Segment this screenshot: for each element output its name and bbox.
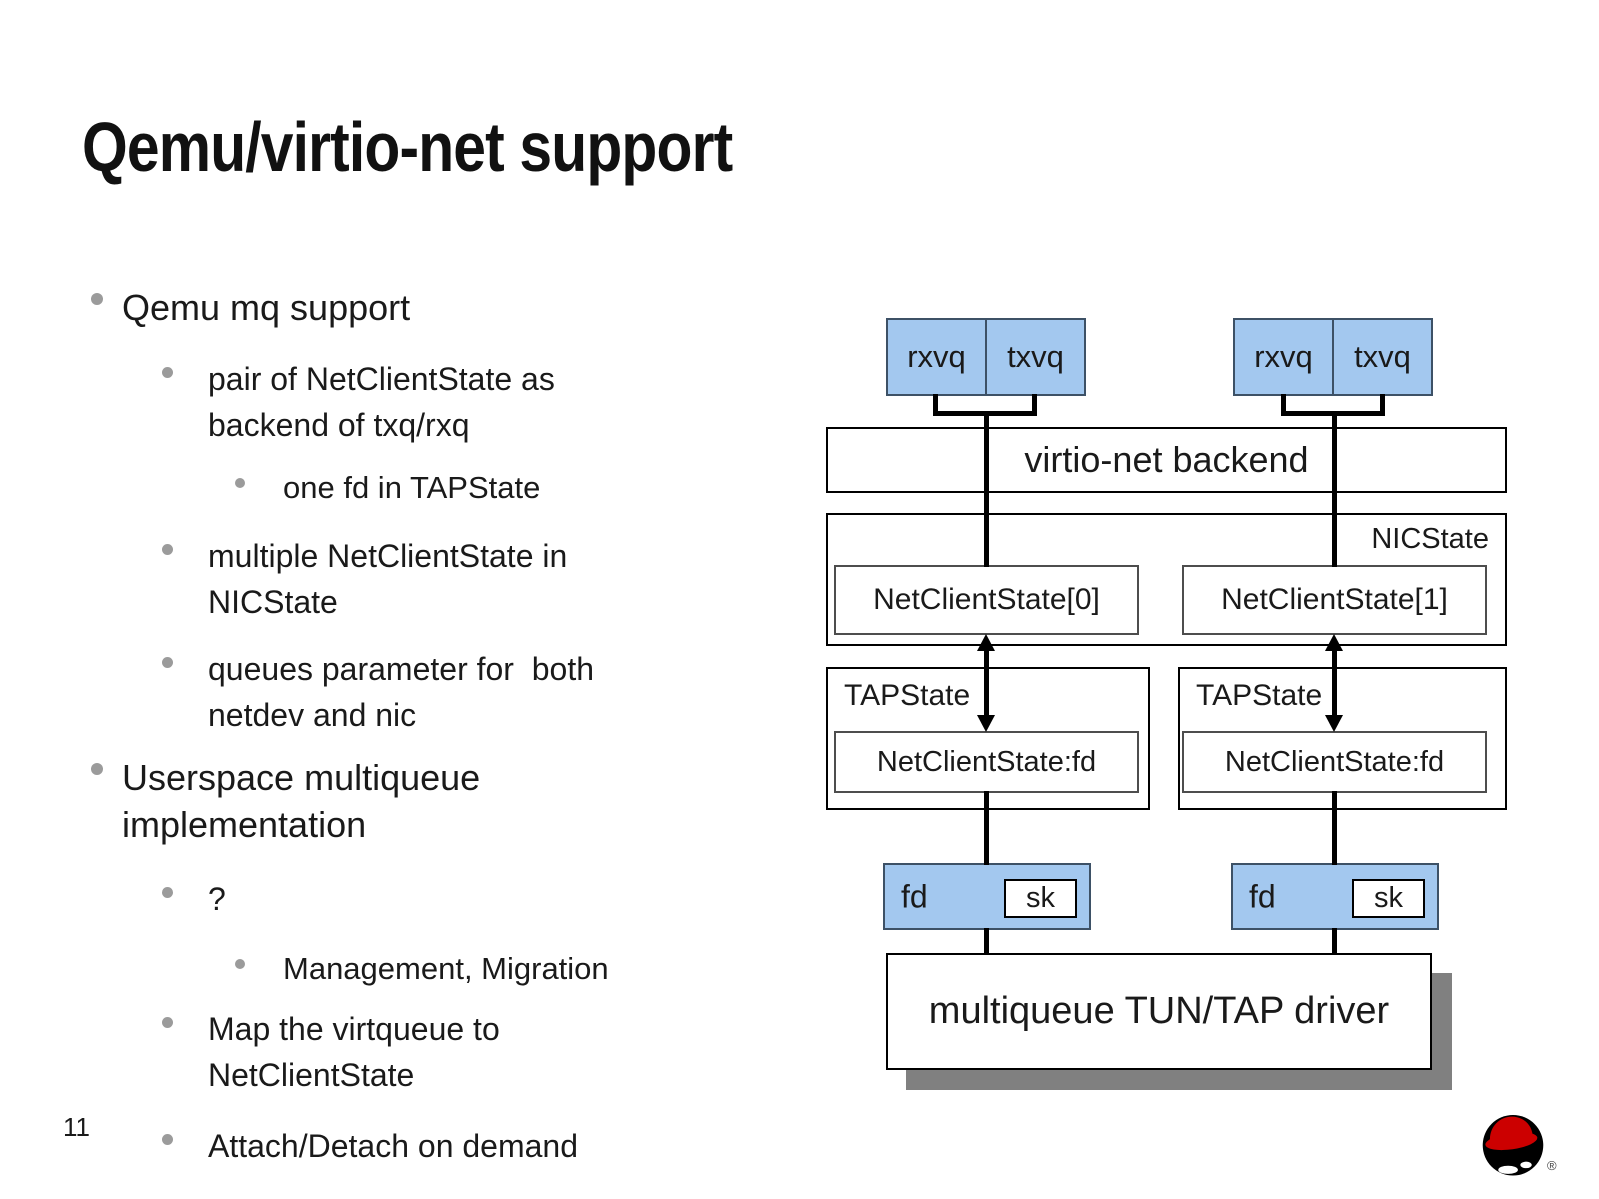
sk-box: sk: [1352, 879, 1425, 918]
arrow-head-down: [977, 715, 995, 732]
page-number: 11: [63, 1112, 90, 1142]
txvq-cell: txvq: [1332, 320, 1431, 394]
arrow-shaft: [984, 649, 989, 717]
netclientstate-0-box: NetClientState[0]: [834, 565, 1139, 635]
arrow-head-down: [1325, 715, 1343, 732]
netclientstate-fd-1-label: NetClientState:fd: [1224, 745, 1445, 778]
connector-line: [984, 791, 989, 865]
list-item: one fd in TAPState: [234, 465, 540, 511]
list-item: Management, Migration: [235, 946, 609, 992]
list-item: queues parameter for both netdev and nic: [161, 646, 594, 738]
connector-line: [1332, 928, 1337, 955]
connector-bracket: [1281, 394, 1385, 416]
redhat-shadowman-icon: [1482, 1115, 1544, 1176]
rxvq-cell: rxvq: [1254, 339, 1313, 374]
sk-box: sk: [1004, 879, 1077, 918]
slide-title: Qemu/virtio-net support: [82, 108, 733, 186]
netclientstate-1-box: NetClientState[1]: [1182, 565, 1487, 635]
fd-label: fd: [901, 878, 928, 914]
list-item: pair of NetClientState as backend of txq…: [162, 356, 555, 448]
netclientstate-0-label: NetClientState[0]: [873, 583, 1100, 616]
connector-line: [984, 928, 989, 955]
list-item: Map the virtqueue to NetClientState: [162, 1006, 500, 1098]
rxvq-cell: rxvq: [907, 339, 966, 374]
list-item: ?: [162, 876, 226, 922]
list-item: Attach/Detach on demand: [161, 1123, 578, 1169]
connector-line: [1332, 791, 1337, 865]
tuntap-driver-label: multiqueue TUN/TAP driver: [928, 990, 1390, 1032]
fd-label: fd: [1249, 878, 1276, 914]
virtqueue-pair-1: rxvq txvq: [1233, 318, 1433, 396]
tuntap-driver-box: multiqueue TUN/TAP driver: [886, 953, 1432, 1070]
netclientstate-fd-1-box: NetClientState:fd: [1182, 731, 1487, 793]
tapstate-1-label: TAPState: [1196, 679, 1323, 712]
nicstate-label: NICState: [1371, 523, 1489, 555]
list-item: multiple NetClientState in NICState: [161, 533, 567, 625]
netclientstate-1-label: NetClientState[1]: [1221, 583, 1448, 616]
txvq-cell: txvq: [985, 320, 1084, 394]
connector-line: [984, 414, 989, 567]
connector-line: [1332, 414, 1337, 567]
backend-label: virtio-net backend: [1024, 439, 1309, 480]
virtqueue-pair-0: rxvq txvq: [886, 318, 1086, 396]
connector-bracket: [933, 394, 1037, 416]
fd-box-0: fd sk: [883, 863, 1091, 930]
arrow-head-up: [977, 634, 995, 651]
fd-box-1: fd sk: [1231, 863, 1439, 930]
virtio-net-backend-box: virtio-net backend: [826, 427, 1507, 493]
arrow-shaft: [1332, 649, 1337, 717]
netclientstate-fd-0-label: NetClientState:fd: [876, 745, 1097, 778]
registered-trademark: ®: [1547, 1158, 1557, 1173]
netclientstate-fd-0-box: NetClientState:fd: [834, 731, 1139, 793]
list-item: Qemu mq support: [90, 284, 410, 331]
tapstate-0-label: TAPState: [844, 679, 971, 712]
arrow-head-up: [1325, 634, 1343, 651]
list-item: Userspace multiqueue implementation: [90, 754, 480, 848]
